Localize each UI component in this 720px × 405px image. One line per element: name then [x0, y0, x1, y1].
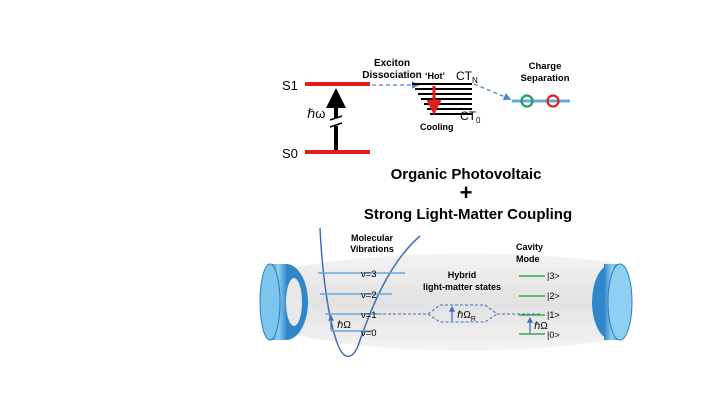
hw-label: ℏω — [307, 106, 325, 121]
charge-label-2: Separation — [520, 73, 569, 84]
cavity-label-2: Mode — [516, 254, 540, 264]
potential-curve — [319, 227, 421, 358]
break-mark-bottom — [329, 122, 343, 128]
exciton-label-2: Dissociation — [362, 70, 421, 81]
ket1-label: |1> — [547, 310, 560, 320]
charge-label-1: Charge — [529, 61, 562, 72]
hole-circle — [520, 94, 534, 108]
ket3-label: |3> — [547, 271, 560, 281]
vib-omega-label: ℏΩ — [337, 320, 351, 331]
s1-label: S1 — [282, 78, 298, 93]
right-mirror — [592, 263, 633, 341]
molecular-label-2: Vibrations — [350, 244, 394, 254]
arrow-break — [328, 118, 344, 126]
plus-sign: + — [460, 180, 473, 205]
vibrational-levels — [318, 272, 405, 332]
ct0-label: CT0 — [460, 109, 481, 125]
break-mark-top — [329, 115, 343, 121]
v3-label: ν=3 — [361, 269, 377, 280]
cavity-tube — [292, 253, 612, 351]
hybrid-label-2: light-matter states — [423, 282, 501, 292]
cooling-label: Cooling — [420, 122, 454, 132]
ket2-label: |2> — [547, 291, 560, 301]
hybrid-label-1: Hybrid — [448, 270, 477, 280]
s0-label: S0 — [282, 146, 298, 161]
title-coupling: Strong Light-Matter Coupling — [364, 206, 572, 223]
title-opv: Organic Photovoltaic — [391, 166, 542, 183]
hybrid-splitting — [383, 304, 540, 323]
cavity-diagram: ν=3 ν=2 ν=1 ν=0 ℏΩ Molecular Vibrations … — [259, 227, 633, 358]
ket0-label: |0> — [547, 330, 560, 340]
rabi-label: ℏΩR — [457, 310, 476, 323]
left-mirror — [259, 263, 308, 341]
v0-label: ν=0 — [361, 328, 377, 339]
cavity-levels — [519, 275, 545, 335]
v2-label: ν=2 — [361, 290, 377, 301]
separation-arrow — [473, 83, 512, 101]
electron-circle — [546, 94, 560, 108]
hot-label: ‘Hot’ — [425, 71, 445, 81]
ctn-label: CTN — [456, 69, 478, 85]
opv-energy-diagram: S1 S0 ℏω Exciton Dissociation ‘Hot’ CTN … — [282, 58, 570, 161]
exciton-label-1: Exciton — [374, 58, 410, 69]
v1-label: ν=1 — [361, 310, 377, 321]
molecular-label-1: Molecular — [351, 233, 394, 243]
cavity-omega-label: ℏΩ — [534, 321, 548, 332]
cavity-label-1: Cavity — [516, 242, 543, 252]
